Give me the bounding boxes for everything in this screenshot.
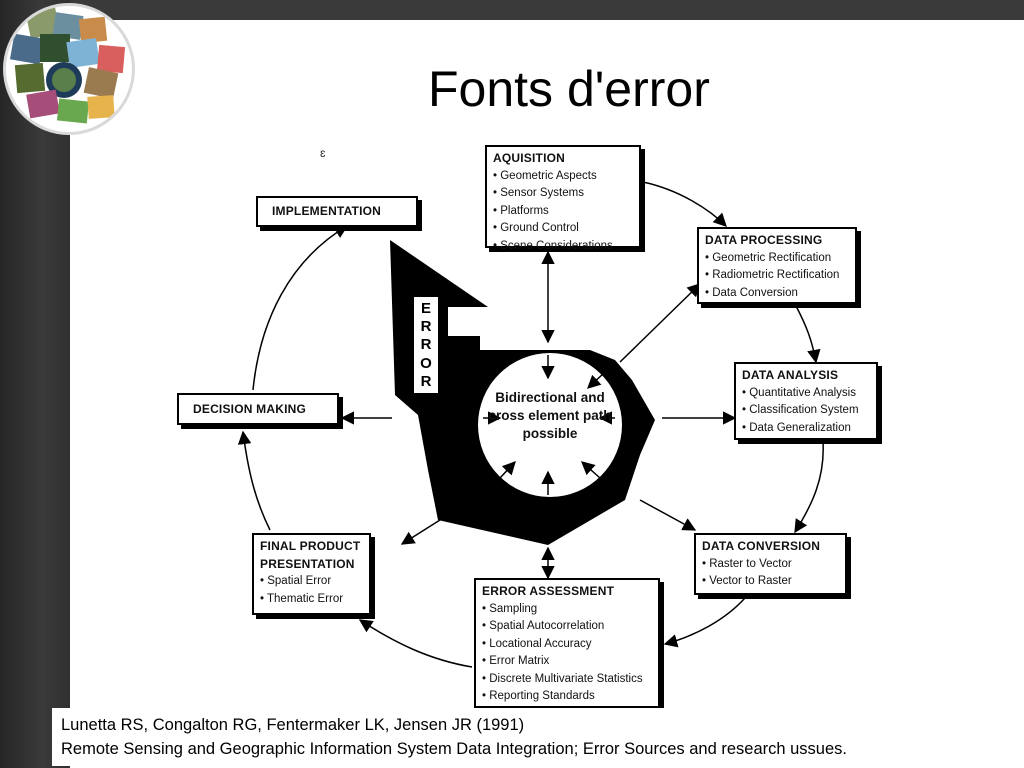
arrow-processing-to-analysis: [795, 305, 821, 364]
node-item: Classification System: [742, 402, 869, 420]
node-item: Scene Considerations: [493, 238, 632, 256]
node-item: Quantitative Analysis: [742, 385, 869, 403]
inner-arrow-bottom-right: [580, 461, 601, 479]
error-letter: R: [420, 318, 432, 336]
node-data-analysis: DATA ANALYSIS Quantitative Analysis Clas…: [734, 362, 878, 440]
spoke-processing: [619, 283, 701, 363]
arrow-final-to-decision: [237, 430, 271, 531]
inner-arrow-top-right: [587, 371, 606, 389]
node-item: Raster to Vector: [702, 556, 838, 574]
node-item: Spatial Autocorrelation: [482, 618, 651, 636]
spoke-conversion: [639, 499, 697, 531]
node-title: PRESENTATION: [260, 556, 355, 571]
error-letter: O: [420, 354, 432, 372]
node-decision-making: DECISION MAKING: [177, 393, 339, 425]
inner-arrow-bottom-left: [499, 461, 516, 479]
node-item: Reporting Standards: [482, 688, 651, 706]
node-title: DATA ANALYSIS: [742, 368, 839, 382]
node-item: Geometric Aspects: [493, 168, 632, 186]
node-error-assessment: ERROR ASSESSMENT Sampling Spatial Autoco…: [474, 578, 660, 708]
node-item: Data Conversion: [705, 285, 848, 303]
node-item: Radiometric Rectification: [705, 267, 848, 285]
node-item: Platforms: [493, 203, 632, 221]
top-bar: [0, 0, 1024, 20]
citation-reference: Remote Sensing and Geographic Informatio…: [61, 740, 847, 758]
node-acquisition: AQUISITION Geometric Aspects Sensor Syst…: [485, 145, 641, 252]
node-title: ERROR ASSESSMENT: [482, 584, 615, 598]
error-letter: R: [420, 336, 432, 354]
node-implementation: IMPLEMENTATION: [256, 196, 418, 227]
error-letter: R: [420, 373, 432, 391]
node-data-conversion: DATA CONVERSION Raster to Vector Vector …: [694, 533, 847, 595]
node-item: Sensor Systems: [493, 185, 632, 203]
citation-box: Lunetta RS, Congalton RG, Fentermaker LK…: [52, 708, 1012, 766]
error-vertical-label: E R R O R: [413, 296, 439, 394]
arrow-conversion-to-assessment: [663, 597, 746, 648]
node-item: Geometric Rectification: [705, 250, 848, 268]
arrow-analysis-to-conversion: [794, 441, 824, 534]
node-title: DATA PROCESSING: [705, 233, 823, 247]
node-title: DATA CONVERSION: [702, 539, 821, 553]
satellite-imagery-logo: [3, 3, 135, 135]
scan-mark: ɛ: [320, 146, 326, 160]
node-item: Data Generalization: [742, 420, 869, 438]
arrow-assessment-to-final: [358, 619, 473, 668]
node-item: Sampling: [482, 601, 651, 619]
error-letter: E: [420, 299, 431, 317]
node-item: Error Matrix: [482, 653, 651, 671]
node-item: Ground Control: [493, 220, 632, 238]
node-item: Spatial Error: [260, 573, 362, 591]
node-final-product: FINAL PRODUCT PRESENTATION Spatial Error…: [252, 533, 371, 615]
arrow-decision-to-implementation: [252, 225, 349, 391]
node-title: IMPLEMENTATION: [272, 204, 382, 219]
node-title: AQUISITION: [493, 151, 566, 165]
node-item: Locational Accuracy: [482, 636, 651, 654]
slide-title: Fonts d'error: [428, 61, 710, 117]
center-label: Bidirectional and cross element path pos…: [488, 390, 612, 441]
node-title: FINAL PRODUCT: [260, 539, 361, 553]
arrow-acq-to-processing: [642, 181, 727, 227]
citation-authors: Lunetta RS, Congalton RG, Fentermaker LK…: [61, 716, 525, 734]
node-item: Thematic Error: [260, 591, 362, 609]
node-item: Discrete Multivariate Statistics: [482, 671, 651, 689]
spoke-final: [400, 519, 441, 545]
node-title: DECISION MAKING: [193, 401, 307, 416]
node-item: Vector to Raster: [702, 573, 838, 591]
center-hole: [478, 353, 622, 497]
node-data-processing: DATA PROCESSING Geometric Rectification …: [697, 227, 857, 304]
